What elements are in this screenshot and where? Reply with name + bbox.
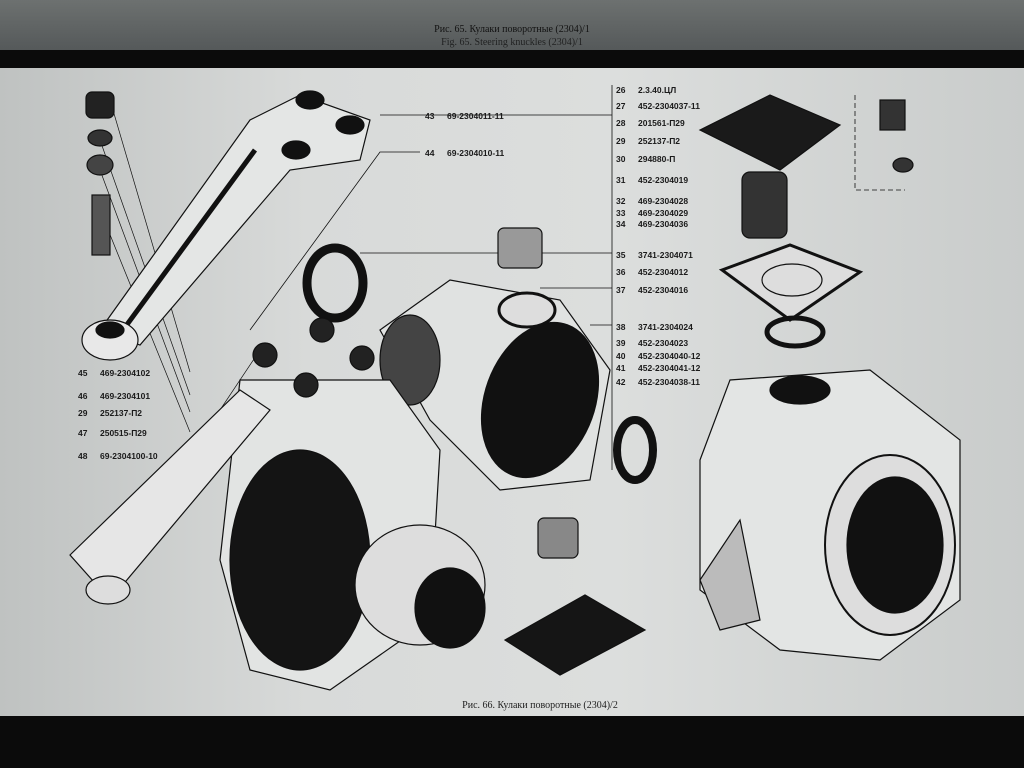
part-number: 44 xyxy=(425,148,435,158)
part-label: 41 452-2304041-12 xyxy=(616,363,700,373)
top-caption-en: Fig. 65. Steering knuckles (2304)/1 xyxy=(441,37,583,48)
part-code: 452-2304041-12 xyxy=(638,363,701,373)
part-number: 40 xyxy=(616,351,626,361)
part-label: 37 452-2304016 xyxy=(616,285,688,295)
part-code: 452-2304038-11 xyxy=(638,377,700,387)
part-label: 31 452-2304019 xyxy=(616,175,688,185)
part-label: 29 252137-П2 xyxy=(616,136,680,146)
part-code: 452-2304023 xyxy=(638,338,689,348)
part-code: 69-2304011-11 xyxy=(447,111,504,121)
part-code: 469-2304028 xyxy=(638,196,689,206)
part-number: 42 xyxy=(616,377,626,387)
part-number: 37 xyxy=(616,285,626,295)
part-number: 29 xyxy=(78,408,88,418)
part-number: 39 xyxy=(616,338,626,348)
part-label: 48 69-2304100-10 xyxy=(78,451,158,461)
part-label: 34 469-2304036 xyxy=(616,219,688,229)
part-code: 469-2304029 xyxy=(638,208,689,218)
part-number: 28 xyxy=(616,118,626,128)
part-code: 3741-2304071 xyxy=(638,250,693,260)
part-label: 46 469-2304101 xyxy=(78,391,150,401)
bottom-caption: Рис. 66. Кулаки поворотные (2304)/2 xyxy=(462,700,618,711)
part-code: 252137-П2 xyxy=(638,136,681,146)
part-code: 452-2304016 xyxy=(638,285,689,295)
part-label: 42 452-2304038-11 xyxy=(616,377,700,387)
part-code: 201561-П29 xyxy=(638,118,685,128)
part-number: 41 xyxy=(616,363,626,373)
part-label: 45 469-2304102 xyxy=(78,368,150,378)
part-number: 27 xyxy=(616,101,626,111)
part-code: 69-2304100-10 xyxy=(100,451,158,461)
part-label: 30 294880-П xyxy=(616,154,675,164)
part-number: 31 xyxy=(616,175,626,185)
part-label: 36 452-2304012 xyxy=(616,267,688,277)
part-label: 43 69-2304011-11 xyxy=(425,111,504,121)
part-code: 2.3.40.ЦЛ xyxy=(638,85,677,95)
part-number: 46 xyxy=(78,391,88,401)
part-label: 29 252137-П2 xyxy=(78,408,142,418)
part-number: 32 xyxy=(616,196,626,206)
part-code: 452-2304040-12 xyxy=(638,351,701,361)
part-number: 48 xyxy=(78,451,88,461)
part-number: 33 xyxy=(616,208,626,218)
part-label: 32 469-2304028 xyxy=(616,196,688,206)
part-label: 26 2.3.40.ЦЛ xyxy=(616,85,676,95)
top-caption-ru: Рис. 65. Кулаки поворотные (2304)/1 xyxy=(434,24,590,35)
part-label: 39 452-2304023 xyxy=(616,338,688,348)
part-code: 69-2304010-11 xyxy=(447,148,505,158)
part-number: 47 xyxy=(78,428,88,438)
part-label: 40 452-2304040-12 xyxy=(616,351,700,361)
part-label: 44 69-2304010-11 xyxy=(425,148,504,158)
part-code: 294880-П xyxy=(638,154,676,164)
part-code: 452-2304037-11 xyxy=(638,101,700,111)
part-code: 3741-2304024 xyxy=(638,322,693,332)
part-number: 36 xyxy=(616,267,626,277)
part-number: 45 xyxy=(78,368,88,378)
part-label: 38 3741-2304024 xyxy=(616,322,693,332)
part-code: 250515-П29 xyxy=(100,428,147,438)
part-code: 452-2304019 xyxy=(638,175,689,185)
part-code: 469-2304102 xyxy=(100,368,151,378)
part-number: 30 xyxy=(616,154,626,164)
part-code: 452-2304012 xyxy=(638,267,689,277)
part-label: 28 201561-П29 xyxy=(616,118,685,128)
part-number: 38 xyxy=(616,322,626,332)
part-number: 29 xyxy=(616,136,626,146)
part-label: 27 452-2304037-11 xyxy=(616,101,700,111)
part-number: 43 xyxy=(425,111,435,121)
part-label: 33 469-2304029 xyxy=(616,208,688,218)
previous-page-strip: Рис. 65. Кулаки поворотные (2304)/1 Fig.… xyxy=(0,0,1024,50)
part-code: 469-2304036 xyxy=(638,219,689,229)
part-label: 35 3741-2304071 xyxy=(616,250,693,260)
part-code: 252137-П2 xyxy=(100,408,143,418)
part-number: 35 xyxy=(616,250,626,260)
part-number: 34 xyxy=(616,219,626,229)
part-number: 26 xyxy=(616,85,626,95)
part-code: 469-2304101 xyxy=(100,391,151,401)
part-label: 47 250515-П29 xyxy=(78,428,147,438)
